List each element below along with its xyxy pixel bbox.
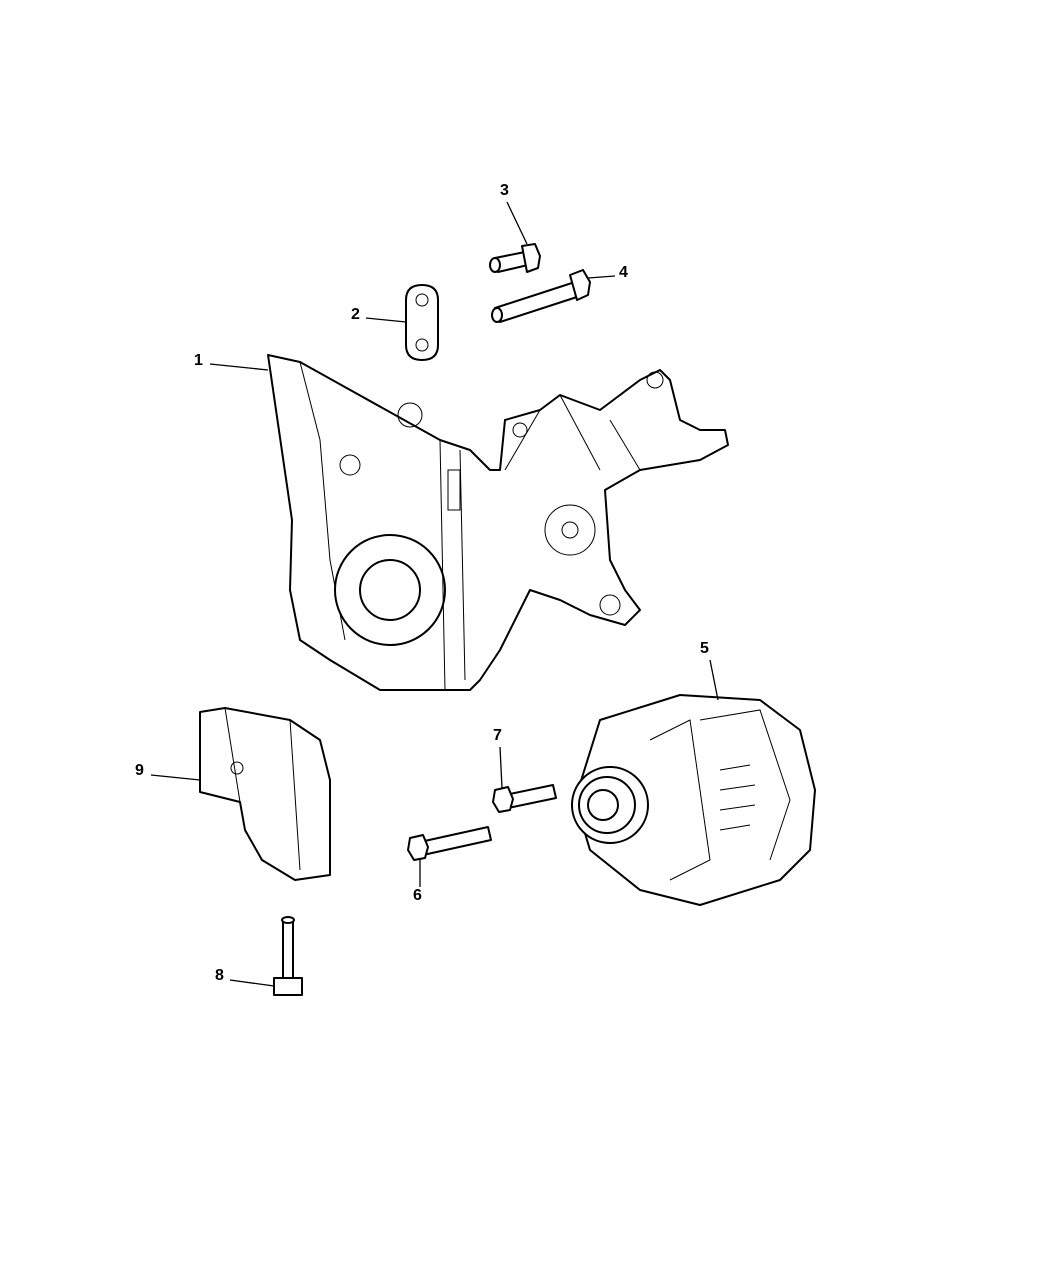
part-2-plate: [405, 284, 439, 361]
part-7-bolt: [492, 784, 557, 813]
callout-3: 3: [500, 182, 509, 199]
leader-lines: [150, 201, 719, 987]
callout-5: 5: [700, 640, 709, 657]
part-5-alternator: [571, 694, 816, 906]
callout-4: 4: [619, 264, 628, 281]
callout-8: 8: [215, 967, 224, 984]
callout-2: 2: [351, 306, 360, 323]
callout-6: 6: [413, 887, 422, 904]
callout-1: 1: [194, 352, 203, 369]
part-9-cover: [199, 707, 331, 881]
part-1-bracket: [267, 354, 729, 691]
callout-7: 7: [493, 727, 502, 744]
part-8-bolt: [273, 916, 303, 996]
part-4-bolt: [491, 269, 591, 323]
part-3-bolt: [489, 243, 541, 273]
callout-9: 9: [135, 762, 144, 779]
part-6-bolt: [407, 826, 492, 861]
